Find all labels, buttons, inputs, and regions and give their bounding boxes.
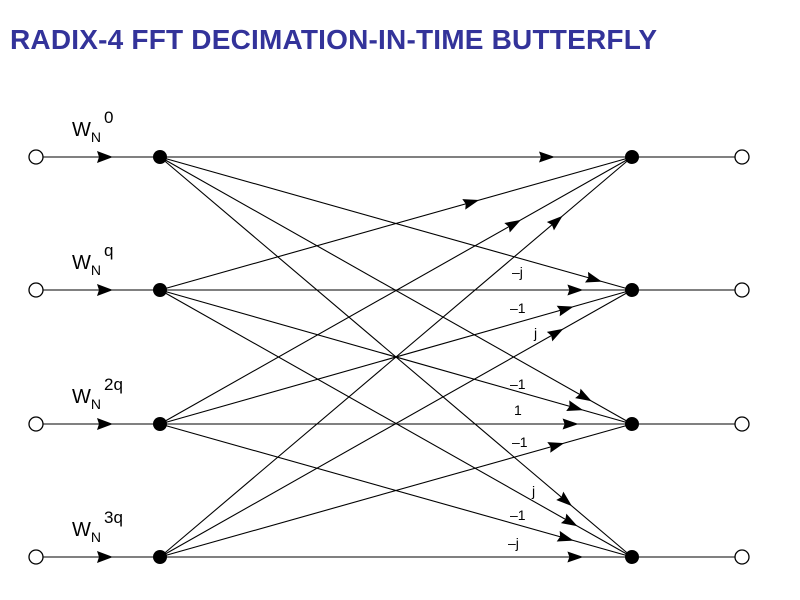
input-node-3: [153, 550, 167, 564]
input-node-0: [153, 150, 167, 164]
output-terminal-3: [734, 549, 750, 565]
edge-label-out2-1: 1: [514, 402, 522, 418]
edge-arrow-1-3: [560, 513, 578, 527]
edge-arrow-0-2: [575, 388, 592, 402]
input-terminal-2: [28, 416, 44, 432]
output-terminal-0: [734, 149, 750, 165]
edge-arrow-3-1: [546, 328, 564, 342]
edge-label-out1-0: –j: [512, 264, 523, 280]
output-node-3: [625, 550, 639, 564]
output-terminal-2: [734, 416, 750, 432]
terminal-nodes: [28, 149, 750, 565]
twiddle-label-2: WN2q: [72, 375, 123, 412]
edge-arrow-2-2: [562, 418, 579, 430]
output-node-0: [625, 150, 639, 164]
output-node-2: [625, 417, 639, 431]
edge-arrow-1-1: [567, 284, 584, 296]
input-terminal-3: [28, 549, 44, 565]
edge-label-out1-1: –1: [510, 300, 526, 316]
edge-arrow-2-1: [556, 305, 574, 317]
input-arrow-2: [97, 418, 113, 430]
edge-1-0: [159, 156, 633, 291]
edge-label-out3-0: j: [531, 483, 535, 499]
input-branches: [42, 156, 160, 558]
diagram-title: RADIX-4 FFT DECIMATION-IN-TIME BUTTERFLY: [10, 24, 658, 55]
edge-arrow-1-2: [566, 400, 584, 412]
edge-arrow-3-0: [546, 215, 563, 231]
twiddle-label-0: WN0: [72, 108, 113, 145]
edge-arrow-2-3: [556, 530, 574, 542]
edge-arrow-2-0: [504, 219, 521, 233]
solid-nodes: [153, 150, 639, 564]
butterfly-arrows: [462, 151, 602, 563]
input-arrow-1: [97, 284, 113, 296]
edge-2-0: [159, 156, 633, 425]
input-arrows: [97, 151, 113, 563]
input-node-1: [153, 283, 167, 297]
edge-arrow-3-3: [567, 551, 584, 563]
twiddle-labels: WN0 WNq WN2q WN3q: [72, 108, 123, 545]
output-node-1: [625, 283, 639, 297]
butterfly-edges: [159, 156, 633, 558]
input-node-2: [153, 417, 167, 431]
edge-label-out1-2: j: [533, 325, 537, 341]
input-terminal-1: [28, 282, 44, 298]
edge-label-out3-1: –1: [510, 507, 526, 523]
input-arrow-0: [97, 151, 113, 163]
input-terminal-0: [28, 149, 44, 165]
edge-arrow-3-2: [547, 442, 565, 453]
edge-label-out2-2: –1: [512, 434, 528, 450]
edge-arrow-1-0: [462, 199, 480, 210]
output-branches: [632, 156, 736, 558]
edge-labels: –j –1 j –1 1 –1 j –1 –j: [508, 264, 537, 551]
twiddle-label-3: WN3q: [72, 508, 123, 545]
edge-arrow-0-3: [556, 491, 573, 507]
output-terminal-1: [734, 282, 750, 298]
twiddle-label-1: WNq: [72, 241, 113, 278]
edge-arrow-0-1: [585, 271, 602, 283]
edge-arrow-0-0: [539, 151, 555, 163]
edge-label-out3-2: –j: [508, 535, 519, 551]
edge-label-out2-0: –1: [510, 376, 526, 392]
input-arrow-3: [97, 551, 113, 563]
